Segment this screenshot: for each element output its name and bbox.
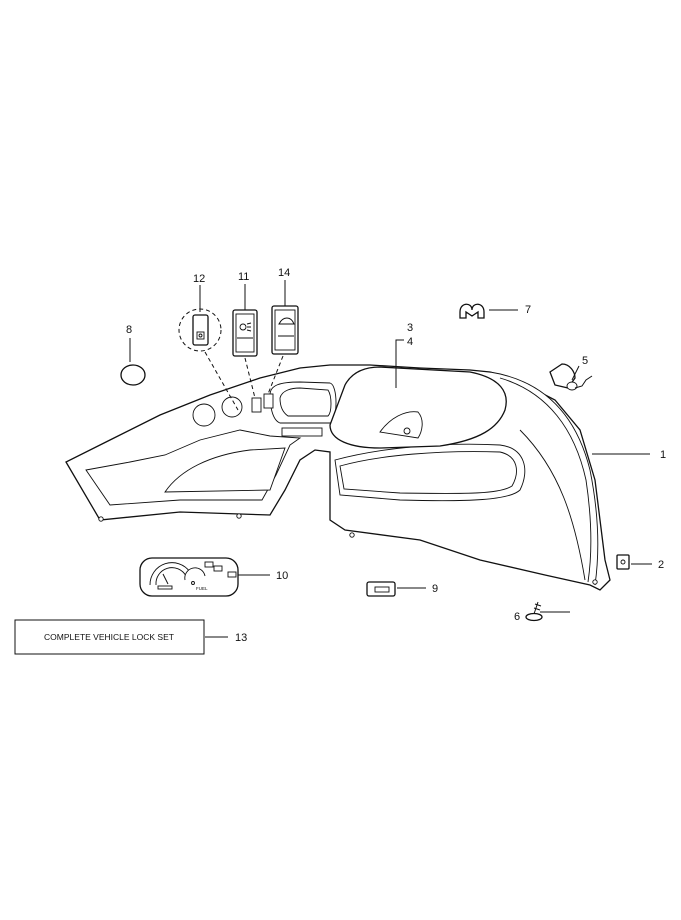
- lock-set-box: COMPLETE VEHICLE LOCK SET: [14, 619, 205, 655]
- dashboard-panel: [65, 364, 611, 591]
- callout-12: 12: [193, 273, 205, 285]
- leader-lines: [129, 280, 652, 638]
- glovebox-lid: [329, 366, 507, 449]
- callout-10: 10: [276, 570, 288, 582]
- callout-3: 3: [407, 322, 413, 334]
- callout-7: 7: [525, 304, 531, 316]
- lock-set-label: COMPLETE VEHICLE LOCK SET: [44, 632, 174, 642]
- latch-part: [366, 581, 396, 597]
- clip-part: [459, 303, 485, 319]
- wiper-switch-part: [267, 305, 299, 395]
- key-switch-part: [178, 308, 239, 411]
- callout-4: 4: [407, 336, 413, 348]
- callout-13: 13: [235, 632, 247, 644]
- lock-cylinder-part: [549, 363, 593, 391]
- callout-5: 5: [582, 355, 588, 367]
- plug-part: [120, 364, 146, 386]
- callout-6: 6: [514, 611, 520, 623]
- callout-14: 14: [278, 267, 290, 279]
- gauge-fuel-label: FUEL: [196, 586, 208, 591]
- callout-11: 11: [238, 271, 249, 283]
- callout-9: 9: [432, 583, 438, 595]
- callout-2: 2: [658, 559, 664, 571]
- nut-clip-part: [616, 554, 630, 570]
- screw-part: [525, 601, 543, 622]
- callout-1: 1: [660, 449, 666, 461]
- instrument-cluster-part: FUEL: [139, 557, 239, 597]
- callout-8: 8: [126, 324, 132, 336]
